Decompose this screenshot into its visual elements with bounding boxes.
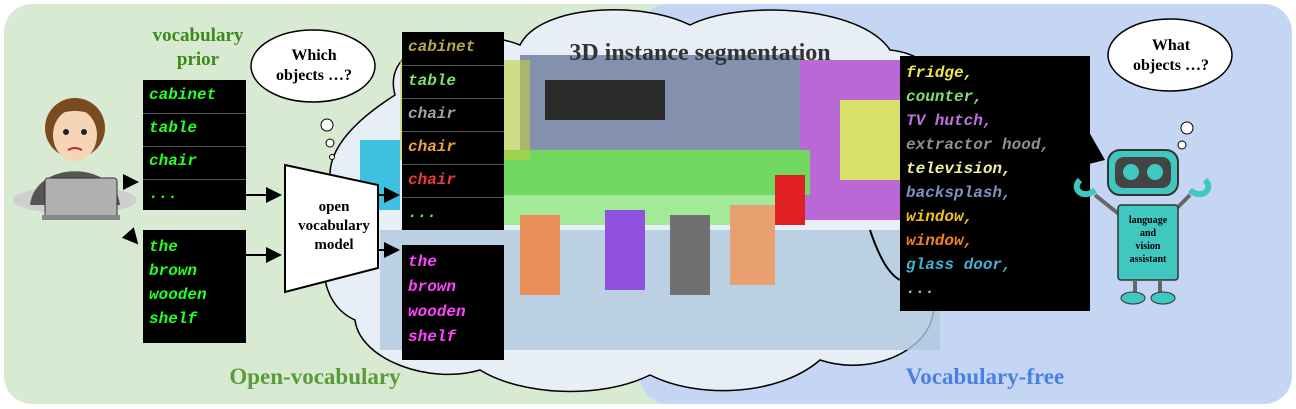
free-prediction-item: backsplash,: [906, 184, 1012, 202]
query-prediction-word: brown: [408, 278, 457, 296]
free-prediction-item: fridge,: [906, 64, 974, 82]
open-vocabulary-label: Open-vocabulary: [229, 364, 401, 389]
model-label-line2: vocabulary: [298, 218, 370, 234]
user-thought-line1: Which: [291, 47, 337, 64]
vocabulary-prior-line1: vocabulary: [152, 25, 244, 46]
query-prediction-word: the: [408, 253, 437, 271]
prediction-item: table: [408, 72, 457, 90]
assistant-label-line3: vision: [1135, 241, 1161, 252]
vocabulary-prior-label: vocabulary prior: [148, 24, 248, 72]
assistant-label: language and vision assistant: [1118, 214, 1178, 266]
segmentation-title: 3D instance segmentation: [569, 40, 831, 66]
prior-item: chair: [149, 152, 198, 170]
query-word: wooden: [149, 286, 207, 304]
predictions-box: cabinet table chair chair chair ...: [402, 32, 504, 230]
point-cloud-scene: [360, 55, 940, 350]
vocabulary-prior-box: cabinet table chair ...: [143, 80, 246, 210]
open-vocabulary-model-label: open vocabulary model: [292, 198, 376, 255]
free-prediction-item: glass door,: [906, 256, 1012, 274]
free-prediction-item: extractor hood,: [906, 136, 1051, 154]
free-predictions-box: fridge, counter, TV hutch, extractor hoo…: [900, 56, 1090, 311]
robot-thought-line1: What: [1151, 37, 1191, 54]
query-word: shelf: [149, 310, 198, 328]
prediction-item: cabinet: [408, 38, 476, 56]
query-text-box: the brown wooden shelf: [143, 230, 246, 343]
query-prediction-word: wooden: [408, 303, 466, 321]
assistant-label-line4: assistant: [1129, 254, 1167, 265]
query-word: brown: [149, 262, 198, 280]
free-prediction-item: window,: [906, 232, 974, 250]
prior-item: table: [149, 119, 198, 137]
assistant-label-line1: language: [1128, 215, 1168, 226]
model-label-line1: open: [318, 199, 350, 215]
vocabulary-free-label: Vocabulary-free: [905, 364, 1065, 389]
prior-item: ...: [149, 185, 178, 203]
query-prediction-box: the brown wooden shelf: [402, 245, 504, 360]
prior-item: cabinet: [149, 86, 217, 104]
vocabulary-prior-line2: prior: [176, 49, 220, 70]
model-trapezoid: [284, 163, 379, 294]
free-prediction-item: window,: [906, 208, 974, 226]
free-prediction-item: counter,: [906, 88, 983, 106]
prediction-item: chair: [408, 105, 457, 123]
free-prediction-item: television,: [906, 160, 1012, 178]
user-thought-line2: objects …?: [276, 67, 352, 84]
robot-thought-line2: objects …?: [1133, 57, 1209, 74]
query-word: the: [149, 238, 178, 256]
prediction-item: ...: [408, 204, 437, 222]
robot-thought-text: What objects …?: [1115, 36, 1227, 76]
user-thought-text: Which objects …?: [258, 46, 370, 86]
free-prediction-item: TV hutch,: [906, 112, 993, 130]
free-prediction-item: ...: [906, 280, 935, 298]
prediction-item: chair: [408, 138, 457, 156]
prediction-item: chair: [408, 171, 457, 189]
assistant-label-line2: and: [1139, 228, 1157, 239]
query-prediction-word: shelf: [408, 328, 457, 346]
model-label-line3: model: [314, 237, 354, 253]
